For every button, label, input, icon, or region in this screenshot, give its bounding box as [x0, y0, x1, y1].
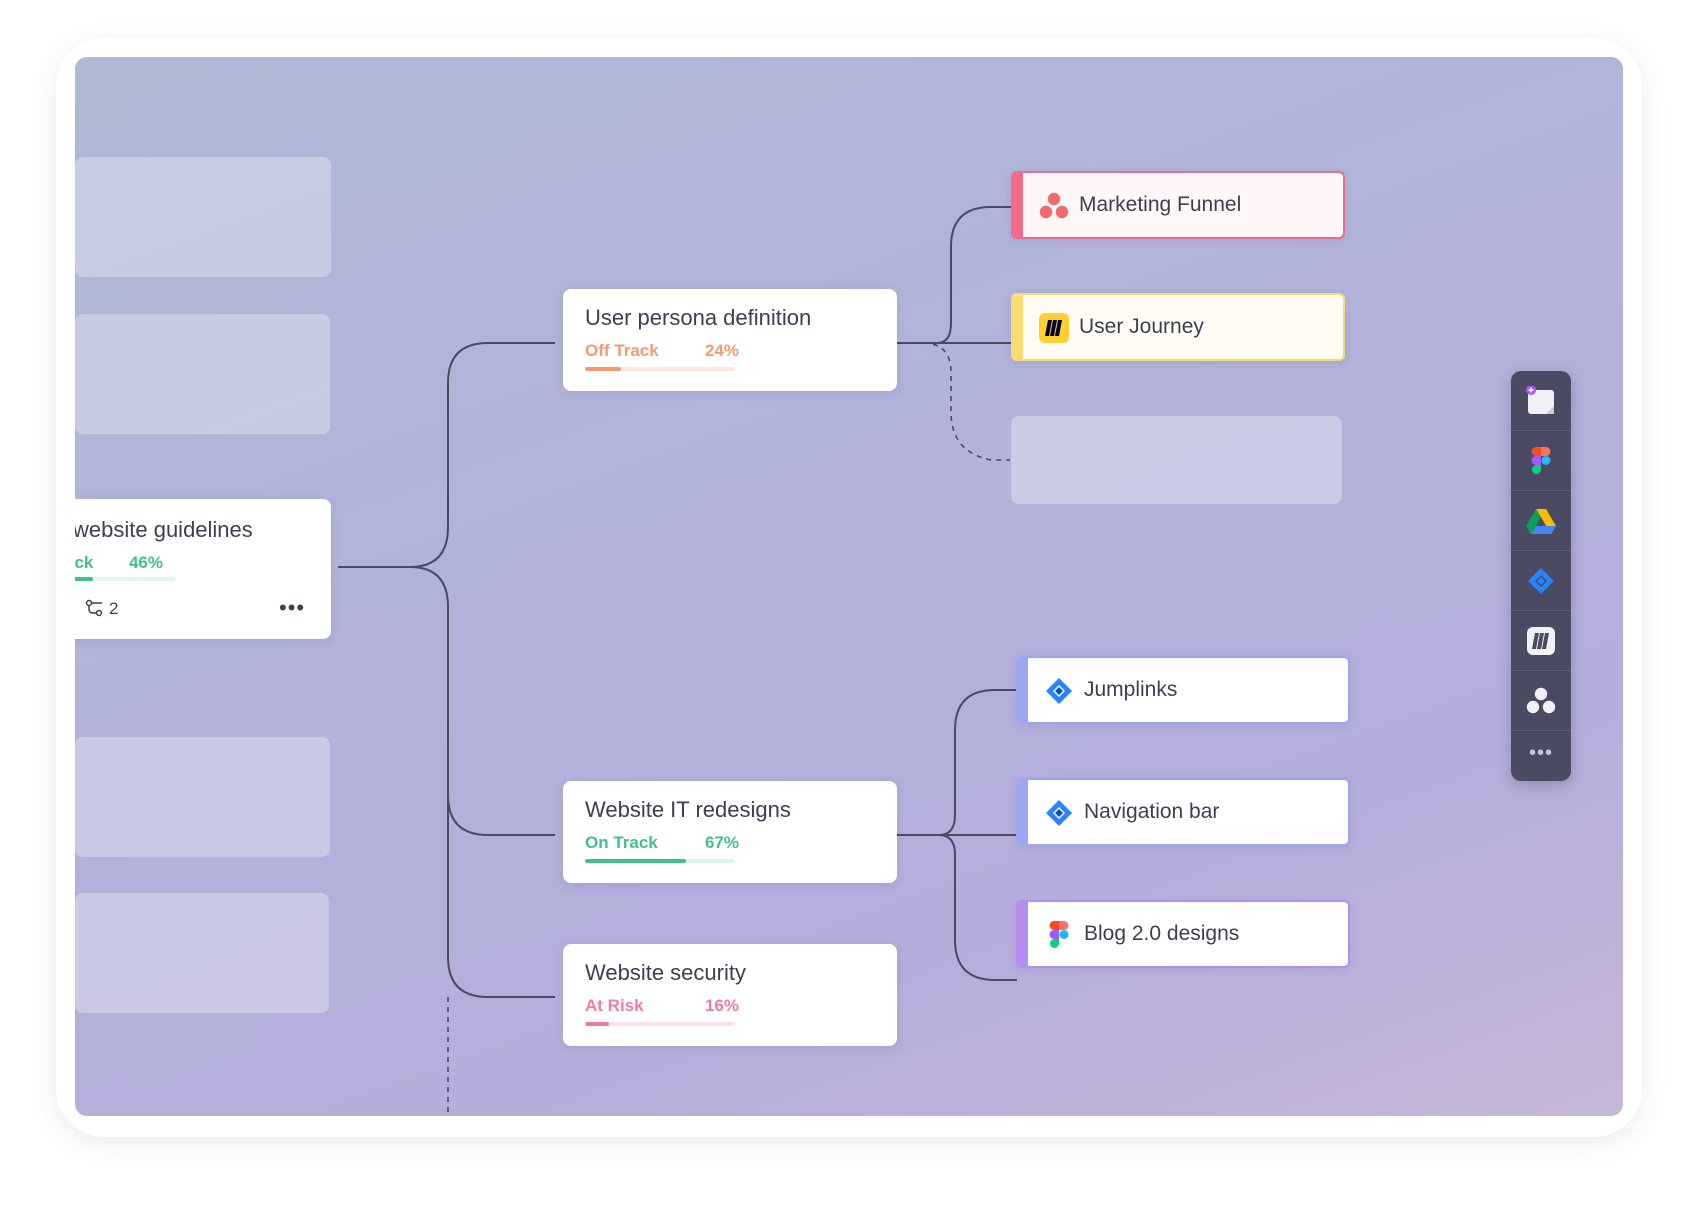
goal-progress-bar	[75, 577, 175, 581]
linked-item-label: User Journey	[1079, 315, 1204, 338]
linked-item-jumplinks[interactable]: Jumplinks	[1016, 656, 1350, 724]
more-horizontal-icon[interactable]: •••	[1528, 742, 1553, 764]
placeholder-card	[75, 893, 329, 1013]
goal-title: Website security	[585, 960, 746, 985]
goal-progress-bar	[585, 859, 735, 863]
goal-card-user-persona[interactable]: User persona definition Off Track 24%	[563, 289, 897, 391]
figma-icon	[1049, 921, 1069, 948]
placeholder-card	[75, 157, 331, 277]
toolbar-jira[interactable]	[1511, 551, 1571, 611]
linked-item-user-journey[interactable]: User Journey	[1011, 293, 1345, 361]
goal-title: Website IT redesigns	[585, 797, 791, 822]
goal-progress-bar	[585, 1022, 735, 1026]
google-drive-icon	[1526, 509, 1556, 534]
toolbar-miro[interactable]	[1511, 611, 1571, 671]
asana-icon	[1526, 687, 1556, 714]
placeholder-card	[75, 737, 330, 857]
subtasks-count: 2	[109, 599, 119, 618]
goal-map-canvas[interactable]: website guidelines ack 46% 2 ••• User pe…	[75, 57, 1623, 1116]
toolbar-google-drive[interactable]	[1511, 491, 1571, 551]
jira-icon	[1046, 800, 1072, 826]
goal-percent: 46%	[128, 553, 163, 572]
connector-lines	[338, 206, 1017, 1116]
jira-icon	[1528, 568, 1554, 594]
goal-title: website guidelines	[75, 517, 253, 542]
goal-progress-bar	[585, 367, 735, 371]
linked-item-label: Marketing Funnel	[1079, 193, 1242, 216]
goal-status: At Risk	[585, 996, 644, 1015]
goal-card-website-security[interactable]: Website security At Risk 16%	[563, 944, 897, 1046]
asana-icon	[1039, 192, 1069, 219]
goal-status: Off Track	[585, 341, 659, 360]
goal-percent: 67%	[704, 833, 739, 852]
linked-item-navigation-bar[interactable]: Navigation bar	[1016, 778, 1350, 846]
goal-status: ack	[75, 553, 94, 572]
miro-icon	[1039, 313, 1069, 343]
linked-item-marketing-funnel[interactable]: Marketing Funnel	[1011, 171, 1345, 239]
miro-icon	[1527, 627, 1555, 655]
figma-icon	[1531, 447, 1551, 474]
subtasks-indicator[interactable]: 2	[85, 597, 118, 621]
integrations-toolbar: •••	[1511, 371, 1571, 781]
subtasks-icon	[85, 599, 103, 617]
goal-title: User persona definition	[585, 305, 812, 330]
goal-progress-fill	[75, 577, 93, 581]
toolbar-figma[interactable]	[1511, 431, 1571, 491]
goal-percent: 24%	[704, 341, 739, 360]
linked-item-label: Navigation bar	[1084, 800, 1220, 823]
add-note-icon	[1526, 386, 1554, 414]
jira-icon	[1046, 678, 1072, 704]
placeholder-card	[75, 314, 330, 434]
placeholder-card	[1011, 416, 1342, 504]
goal-card-website-it-redesigns[interactable]: Website IT redesigns On Track 67%	[563, 781, 897, 883]
linked-item-blog-designs[interactable]: Blog 2.0 designs	[1016, 900, 1350, 968]
goal-progress-fill	[585, 1022, 609, 1026]
toolbar-add-note[interactable]	[1511, 371, 1571, 431]
linked-item-label: Jumplinks	[1084, 678, 1178, 701]
goal-progress-fill	[585, 367, 621, 371]
more-horizontal-icon[interactable]: •••	[279, 595, 306, 620]
goal-status: On Track	[585, 833, 658, 852]
linked-item-label: Blog 2.0 designs	[1084, 922, 1240, 945]
goal-percent: 16%	[704, 996, 739, 1015]
goal-progress-fill	[585, 859, 686, 863]
toolbar-asana[interactable]	[1511, 671, 1571, 731]
root-goal-card[interactable]: website guidelines ack 46% 2 •••	[75, 499, 331, 639]
